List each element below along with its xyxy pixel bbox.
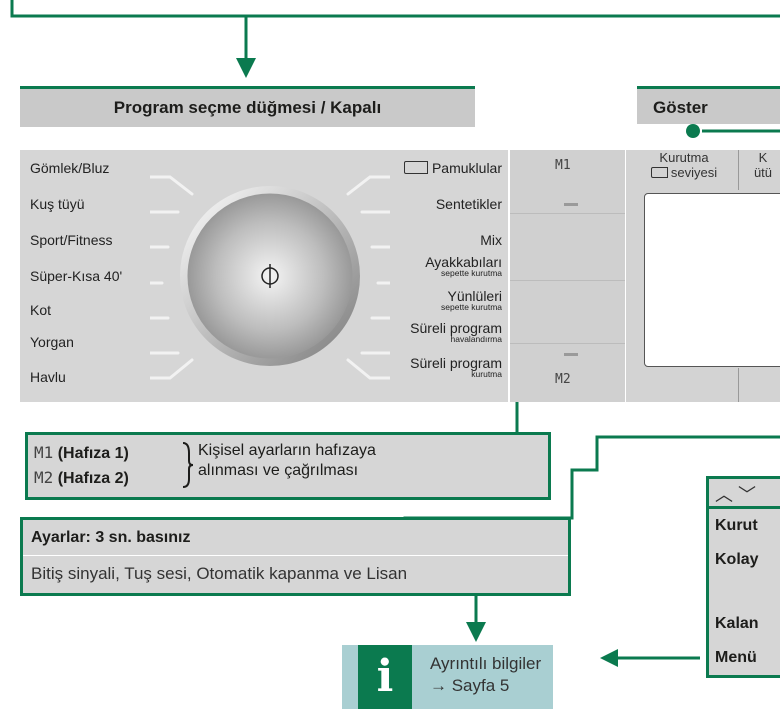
settings-divider <box>23 555 568 556</box>
program-selector-header: Program seçme düğmesi / Kapalı <box>20 86 475 127</box>
program-label-mix[interactable]: Mix <box>480 232 502 248</box>
info-box: i Ayrıntılı bilgiler → Sayfa 5 <box>342 645 553 709</box>
memory-button-panel <box>510 150 625 402</box>
program-dial[interactable] <box>150 150 390 402</box>
option-drying: Kurut <box>715 517 758 534</box>
program-label-down[interactable]: Kuş tüyü <box>30 196 85 212</box>
program-label-synthetics[interactable]: Sentetikler <box>435 196 502 212</box>
display-header: Göster <box>637 86 780 124</box>
basket-icon <box>650 167 668 178</box>
settings-text: Bitiş sinyali, Tuş sesi, Otomatik kapanm… <box>31 564 408 583</box>
program-label-jeans[interactable]: Kot <box>30 302 52 318</box>
settings-title: Ayarlar: 3 sn. basınız <box>31 529 191 546</box>
basket-icon <box>403 161 428 174</box>
up-down-arrows-icon: ︿ ﹀ <box>715 485 757 505</box>
program-label-sport[interactable]: Sport/Fitness <box>30 232 113 248</box>
memory-2-button[interactable]: M2 <box>555 372 571 387</box>
program-label-super-quick[interactable]: Süper-Kısa 40' <box>30 268 123 284</box>
display-screen <box>644 193 780 367</box>
option-remaining: Kalan <box>715 615 759 632</box>
info-text: Ayrıntılı bilgiler → Sayfa 5 <box>430 654 542 695</box>
program-label-duvet[interactable]: Yorgan <box>30 334 74 350</box>
memory-1-icon: M1 <box>34 443 54 462</box>
memory-divider <box>510 280 625 281</box>
display-col-divider <box>738 368 739 402</box>
program-label-towels[interactable]: Havlu <box>30 369 66 385</box>
easy-iron-button[interactable]: K ütü <box>753 150 773 180</box>
display-col-divider <box>738 150 739 190</box>
memory-divider <box>510 213 625 214</box>
memory-1-indicator <box>564 203 578 206</box>
info-icon: i <box>358 645 412 709</box>
settings-box: Ayarlar: 3 sn. basınız Bitiş sinyali, Tu… <box>20 517 571 596</box>
options-divider <box>709 506 780 509</box>
memory-1-button[interactable]: M1 <box>555 158 571 173</box>
option-easy: Kolay <box>715 551 759 568</box>
display-options-box: ︿ ﹀ Kurut Kolay Kalan Menü <box>706 476 780 678</box>
brace-icon <box>182 442 194 488</box>
program-label-cottons[interactable]: Pamuklular <box>403 160 502 176</box>
memory-2-icon: M2 <box>34 468 54 487</box>
program-label-shirts[interactable]: Gömlek/Bluz <box>30 160 110 176</box>
memory-divider <box>510 343 625 344</box>
option-menu: Menü <box>715 649 757 666</box>
memory-2-indicator <box>564 353 578 356</box>
memory-description: Kişisel ayarların hafızaya alınması ve ç… <box>198 442 376 479</box>
memory-info-box: M1 (Hafıza 1) M2 (Hafıza 2) Kişisel ayar… <box>25 432 551 500</box>
drying-level-button[interactable]: Kurutma seviyesi <box>632 150 736 180</box>
